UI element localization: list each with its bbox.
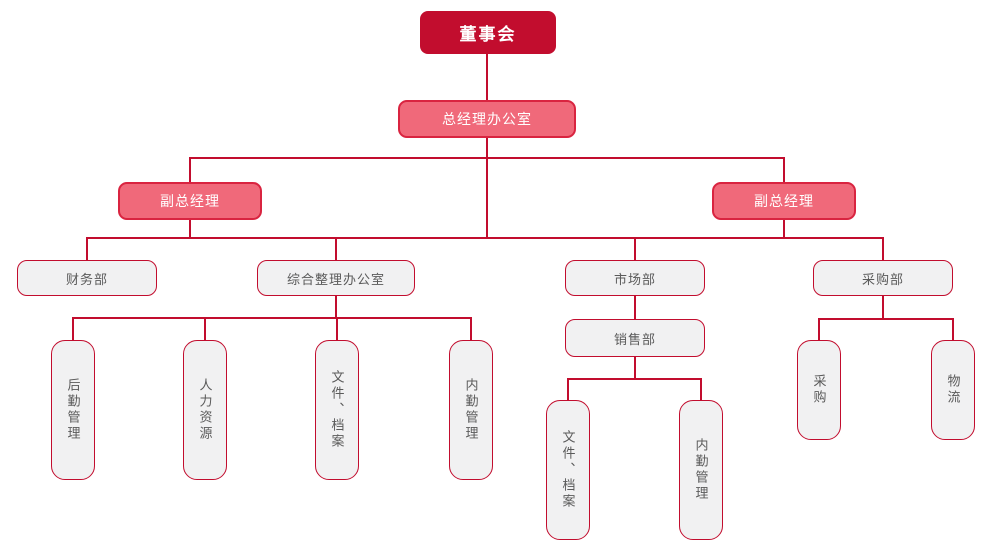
connector-line	[335, 237, 337, 260]
org-node-marketing[interactable]: 市场部	[565, 260, 705, 296]
org-node-files-archives-sales[interactable]: 文件、档案	[546, 400, 590, 540]
connector-line	[189, 157, 191, 182]
connector-line	[882, 296, 884, 319]
connector-line	[634, 296, 636, 319]
org-node-logistics-mgmt[interactable]: 后勤管理	[51, 340, 95, 480]
connector-line	[87, 237, 884, 239]
org-node-purchasing-dept[interactable]: 采购部	[813, 260, 953, 296]
org-node-internal-mgmt-sales[interactable]: 内勤管理	[679, 400, 723, 540]
connector-line	[204, 317, 206, 340]
connector-line	[567, 378, 702, 380]
org-node-sales[interactable]: 销售部	[565, 319, 705, 357]
connector-line	[470, 317, 472, 340]
org-node-procurement[interactable]: 采购	[797, 340, 841, 440]
org-node-deputy-gm-left[interactable]: 副总经理	[118, 182, 262, 220]
connector-line	[86, 237, 88, 260]
org-node-board[interactable]: 董事会	[420, 11, 556, 54]
org-node-logistics[interactable]: 物流	[931, 340, 975, 440]
org-node-deputy-gm-right[interactable]: 副总经理	[712, 182, 856, 220]
connector-line	[567, 378, 569, 400]
connector-line	[189, 157, 785, 159]
org-node-hr[interactable]: 人力资源	[183, 340, 227, 480]
connector-line	[818, 318, 953, 320]
org-node-gm-office[interactable]: 总经理办公室	[398, 100, 576, 138]
connector-line	[634, 237, 636, 260]
connector-line	[783, 157, 785, 182]
org-node-internal-mgmt-admin[interactable]: 内勤管理	[449, 340, 493, 480]
connector-line	[335, 296, 337, 318]
connector-line	[700, 378, 702, 400]
connector-line	[72, 317, 74, 340]
connector-line	[634, 357, 636, 379]
org-node-finance[interactable]: 财务部	[17, 260, 157, 296]
connector-line	[486, 138, 488, 238]
org-node-admin-office[interactable]: 综合整理办公室	[257, 260, 415, 296]
connector-line	[783, 220, 785, 238]
org-node-files-archives-admin[interactable]: 文件、档案	[315, 340, 359, 480]
connector-line	[486, 54, 488, 100]
connector-line	[882, 237, 884, 260]
connector-line	[72, 317, 472, 319]
connector-line	[189, 220, 191, 238]
connector-line	[818, 318, 820, 340]
connector-line	[952, 318, 954, 340]
connector-line	[336, 317, 338, 340]
